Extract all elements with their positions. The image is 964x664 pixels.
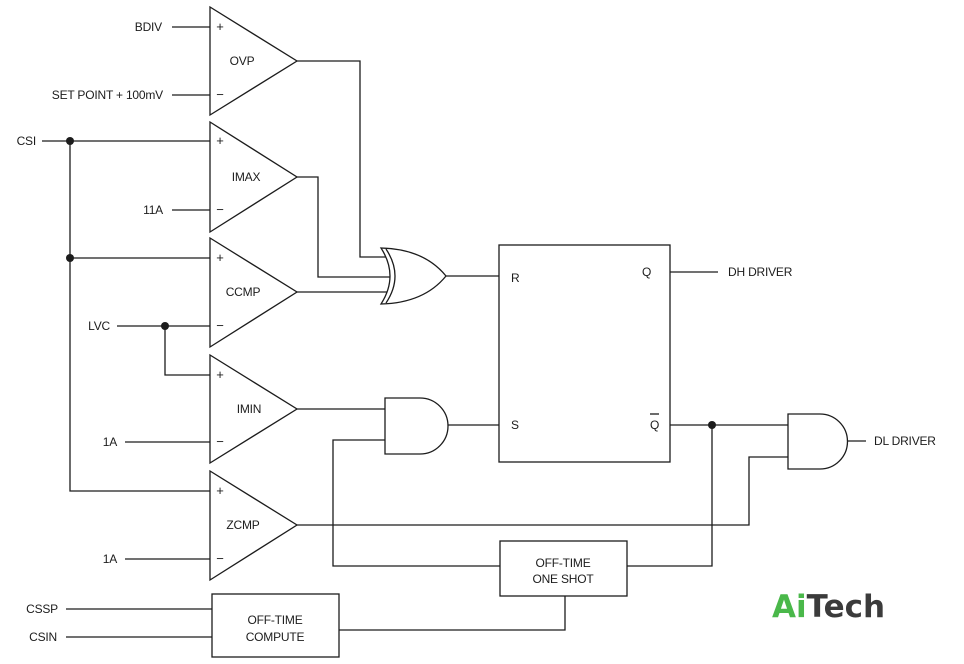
sr-latch-box	[498, 244, 671, 463]
internal-wires	[297, 60, 866, 631]
comparator-ovp-label: OVP	[230, 54, 255, 68]
and-gate-dl	[787, 413, 849, 470]
cssp-label: CSSP	[26, 602, 58, 616]
or-gate-back-curve	[385, 248, 396, 304]
comparator-imin-triangle	[209, 353, 299, 465]
csin-label: CSIN	[29, 630, 57, 644]
comparator-zcmp-plus: +	[216, 483, 224, 498]
csi-ccmp-junction-dot	[66, 254, 74, 262]
one-shot-box	[499, 540, 628, 597]
comparator-zcmp-triangle	[209, 469, 299, 582]
zcmp-output-wire	[297, 456, 789, 526]
bdiv-label: BDIV	[135, 20, 162, 34]
csi-label: CSI	[17, 134, 36, 148]
compute-output-wire	[339, 596, 566, 631]
latch-q-label: Q	[642, 265, 651, 279]
comparator-imin-minus: −	[216, 434, 224, 449]
csi-junction-dot	[66, 137, 74, 145]
input-labels: BDIV SET POINT + 100mV CSI 11A LVC 1A 1A…	[17, 20, 164, 644]
compute-line2: COMPUTE	[246, 630, 305, 644]
aitech-logo-ai: Ai	[772, 589, 807, 625]
comparator-imax: + − IMAX	[209, 120, 299, 234]
comparator-ovp-plus: +	[216, 19, 224, 34]
comparator-imax-plus: +	[216, 133, 224, 148]
or-gate	[379, 247, 447, 305]
imin-ref-label: 1A	[103, 435, 117, 449]
junctions	[66, 137, 716, 429]
comparator-imax-triangle	[209, 120, 299, 234]
comparator-imin-label: IMIN	[237, 402, 262, 416]
imax-output-wire	[297, 176, 398, 278]
comparator-ovp: + − OVP	[209, 5, 299, 117]
aitech-logo-tech: Tech	[807, 589, 886, 625]
aitech-logo: AiTech	[772, 589, 885, 625]
lvc-junction-dot	[161, 322, 169, 330]
one-shot-to-and-wire	[332, 439, 500, 567]
comparator-ccmp-minus: −	[216, 318, 224, 333]
comparator-imax-minus: −	[216, 202, 224, 217]
comparator-imin-plus: +	[216, 367, 224, 382]
lvc-imin-wire	[164, 326, 210, 376]
comparator-ccmp-label: CCMP	[226, 285, 261, 299]
comparator-ccmp: + − CCMP	[209, 236, 299, 349]
dh-driver-label: DH DRIVER	[728, 265, 793, 279]
dl-driver-label: DL DRIVER	[874, 434, 936, 448]
latch-r-label: R	[511, 271, 520, 285]
comparator-zcmp-label: ZCMP	[226, 518, 259, 532]
sr-latch: R S Q Q	[498, 244, 671, 463]
comparator-ovp-triangle	[209, 5, 299, 117]
comparator-zcmp-minus: −	[216, 551, 224, 566]
input-wires	[42, 26, 212, 638]
imax-ref-label: 11A	[143, 203, 163, 217]
off-time-compute-block: OFF-TIME COMPUTE	[211, 593, 340, 658]
q-bar-to-one-shot-wire	[627, 425, 713, 567]
lvc-label: LVC	[88, 319, 110, 333]
compute-line1: OFF-TIME	[247, 613, 302, 627]
q-bar-junction-dot	[708, 421, 716, 429]
zcmp-ref-label: 1A	[103, 552, 117, 566]
csi-bus-wire	[69, 141, 210, 492]
off-time-one-shot-block: OFF-TIME ONE SHOT	[499, 540, 628, 597]
and-gate-imin	[384, 397, 449, 455]
comparator-ccmp-plus: +	[216, 250, 224, 265]
latch-q-bar-label: Q	[650, 418, 659, 432]
comparator-ccmp-triangle	[209, 236, 299, 349]
latch-s-label: S	[511, 418, 519, 432]
set-point-label: SET POINT + 100mV	[52, 88, 163, 102]
comparator-imax-label: IMAX	[232, 170, 261, 184]
comparator-ovp-minus: −	[216, 87, 224, 102]
one-shot-line1: OFF-TIME	[535, 556, 590, 570]
comparator-imin: + − IMIN	[209, 353, 299, 465]
ovp-output-wire	[297, 60, 396, 258]
one-shot-line2: ONE SHOT	[532, 572, 594, 586]
comparator-zcmp: + − ZCMP	[209, 469, 299, 582]
compute-box	[211, 593, 340, 658]
